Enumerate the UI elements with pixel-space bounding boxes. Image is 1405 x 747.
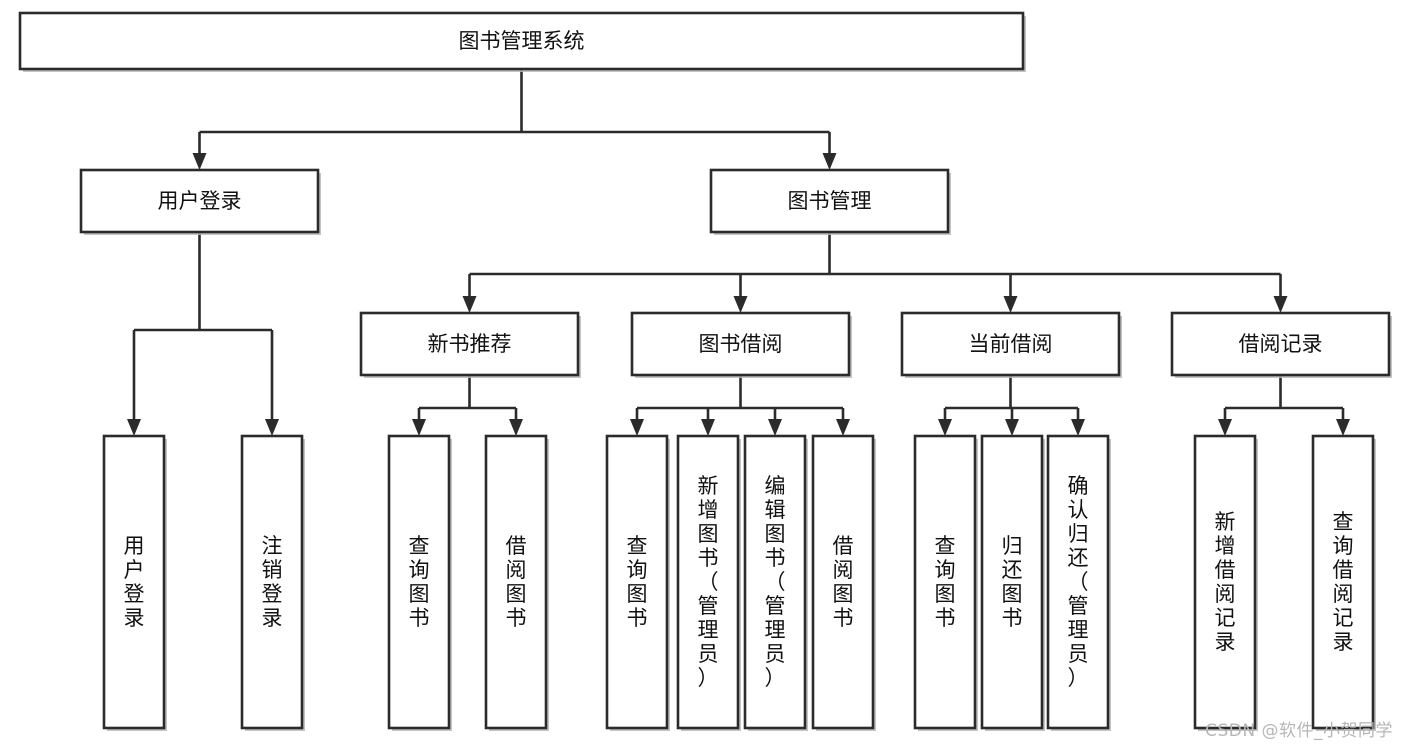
node-rect[interactable] [1311,434,1375,730]
node-borrow-record[interactable]: 借阅记录 [1170,311,1392,378]
arrow-head-icon [1003,296,1018,313]
node-label: 查询借阅记录 [1333,510,1354,654]
node-leaf-add-book[interactable]: 新增图书（管理员） [676,434,741,731]
node-root[interactable]: 图书管理系统 [18,11,1026,72]
node-rect[interactable] [811,434,875,730]
node-label: 借阅图书 [506,534,527,630]
node-rect[interactable] [676,434,740,730]
node-label: 图书借阅 [699,332,783,356]
node-new-book-recommend[interactable]: 新书推荐 [359,311,581,378]
node-label: 借阅记录 [1239,332,1323,356]
node-rect[interactable] [1193,434,1257,730]
arrow-head-icon [265,419,279,436]
node-rect[interactable] [359,311,580,377]
node-rect[interactable] [484,434,548,730]
node-leaf-add-record[interactable]: 新增借阅记录 [1193,434,1258,731]
node-label: 借阅图书 [833,534,854,630]
node-label: 归还图书 [1002,534,1023,630]
node-rect[interactable] [18,11,1025,71]
arrow-head-icon [509,419,523,436]
node-rect[interactable] [630,311,851,377]
arrow-head-icon [1336,419,1350,436]
node-rect[interactable] [980,434,1044,730]
node-rect[interactable] [743,434,807,730]
node-rect[interactable] [605,434,669,730]
connector-lines [127,69,1350,436]
node-leaf-user-login[interactable]: 用户登录 [102,434,167,731]
node-leaf-edit-book[interactable]: 编辑图书（管理员） [743,434,808,731]
arrow-head-icon [1273,296,1288,313]
arrow-head-icon [1071,419,1085,436]
arrow-head-icon [733,296,748,313]
arrow-head-icon [836,419,850,436]
node-label: 编辑图书（管理员） [765,474,786,690]
node-book-borrow[interactable]: 图书借阅 [630,311,852,378]
node-leaf-query-book-3[interactable]: 查询图书 [913,434,978,731]
arrow-head-icon [412,419,426,436]
node-label: 新增图书（管理员） [698,474,719,690]
csdn-watermark: CSDN @软件_小贺同学 [1205,721,1393,741]
node-leaf-query-record[interactable]: 查询借阅记录 [1311,434,1376,731]
node-label: 图书管理 [788,189,872,213]
arrow-head-icon [192,153,207,170]
node-leaf-query-book-2[interactable]: 查询图书 [605,434,670,731]
node-label: 确认归还（管理员） [1068,474,1089,690]
arrow-head-icon [1218,419,1232,436]
node-label: 图书管理系统 [459,29,585,53]
node-leaf-confirm-return[interactable]: 确认归还（管理员） [1046,434,1111,731]
arrow-head-icon [701,419,715,436]
node-rect[interactable] [1046,434,1110,730]
node-rect[interactable] [913,434,977,730]
arrow-head-icon [822,153,837,170]
node-rect[interactable] [1170,311,1391,377]
node-leaf-borrow-book-1[interactable]: 借阅图书 [484,434,549,731]
node-leaf-logout[interactable]: 注销登录 [240,434,305,731]
arrow-head-icon [630,419,644,436]
node-rect[interactable] [240,434,304,730]
arrow-head-icon [768,419,782,436]
node-label: 查询图书 [409,534,430,630]
node-user-login[interactable]: 用户登录 [79,168,321,235]
node-label: 注销登录 [262,534,283,630]
arrow-head-icon [462,296,477,313]
node-label: 当前借阅 [969,332,1053,356]
node-leaf-query-book-1[interactable]: 查询图书 [387,434,452,731]
node-rect[interactable] [900,311,1121,377]
node-label: 新书推荐 [428,332,512,356]
arrow-head-icon [127,419,141,436]
node-book-management[interactable]: 图书管理 [709,168,951,235]
node-label: 用户登录 [158,189,242,213]
node-label: 用户登录 [124,534,145,630]
node-leaf-return-book[interactable]: 归还图书 [980,434,1045,731]
node-rect[interactable] [387,434,451,730]
node-leaf-borrow-book-2[interactable]: 借阅图书 [811,434,876,731]
node-label: 新增借阅记录 [1215,510,1236,654]
node-rect[interactable] [79,168,320,234]
node-current-borrow[interactable]: 当前借阅 [900,311,1122,378]
node-rect[interactable] [709,168,950,234]
node-label: 查询图书 [935,534,956,630]
arrow-head-icon [1005,419,1019,436]
arrow-head-icon [938,419,952,436]
node-rect[interactable] [102,434,166,730]
node-boxes: 图书管理系统用户登录图书管理新书推荐图书借阅当前借阅借阅记录用户登录注销登录查询… [18,11,1392,731]
node-label: 查询图书 [627,534,648,630]
